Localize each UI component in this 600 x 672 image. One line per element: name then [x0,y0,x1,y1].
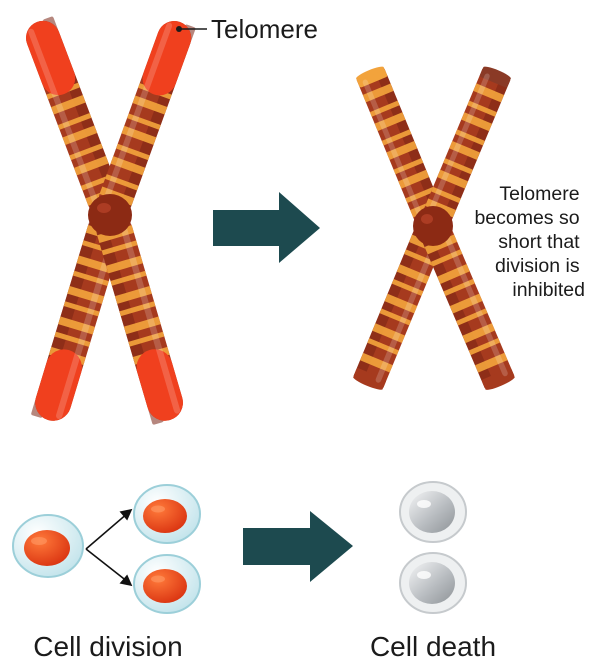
note-line-1: Telomere [499,183,579,205]
cell-death-label: Cell death [370,631,496,662]
note-line-4: division is [495,255,580,277]
centromere [88,194,132,236]
daughter-cell-top [133,484,201,544]
callout-dot [176,26,182,32]
dead-cell-bottom [399,552,467,614]
cell-division-label: Cell division [33,631,182,662]
chromatid-arm-top-left [26,16,126,217]
branch-arrow-icon [85,508,133,587]
chromatid-arm-short-bottom-right [418,220,515,390]
chromosome-long-telomeres [26,16,196,425]
dead-cell-top [399,481,467,543]
chromatid-arm-short-bottom-left [353,220,448,390]
note-line-2: becomes so [474,207,579,229]
chromatid-arm-top-right [98,20,196,221]
centromere [413,206,453,246]
arrow-right-icon [243,511,353,582]
telomere-callout: Telomere [176,14,318,44]
arrow-right-icon [213,192,320,263]
note-line-5: inhibited [512,279,585,301]
note-line-3: short that [498,231,580,253]
chromatid-arm-bottom-left [31,210,123,421]
telomere-label: Telomere [211,14,318,44]
chromosome-short-telomeres [353,66,515,390]
daughter-cell-bottom [133,554,201,614]
parent-cell [12,514,84,578]
chromatid-arm-bottom-right [93,214,183,425]
inhibition-note: Telomere becomes so short that division … [474,183,585,301]
